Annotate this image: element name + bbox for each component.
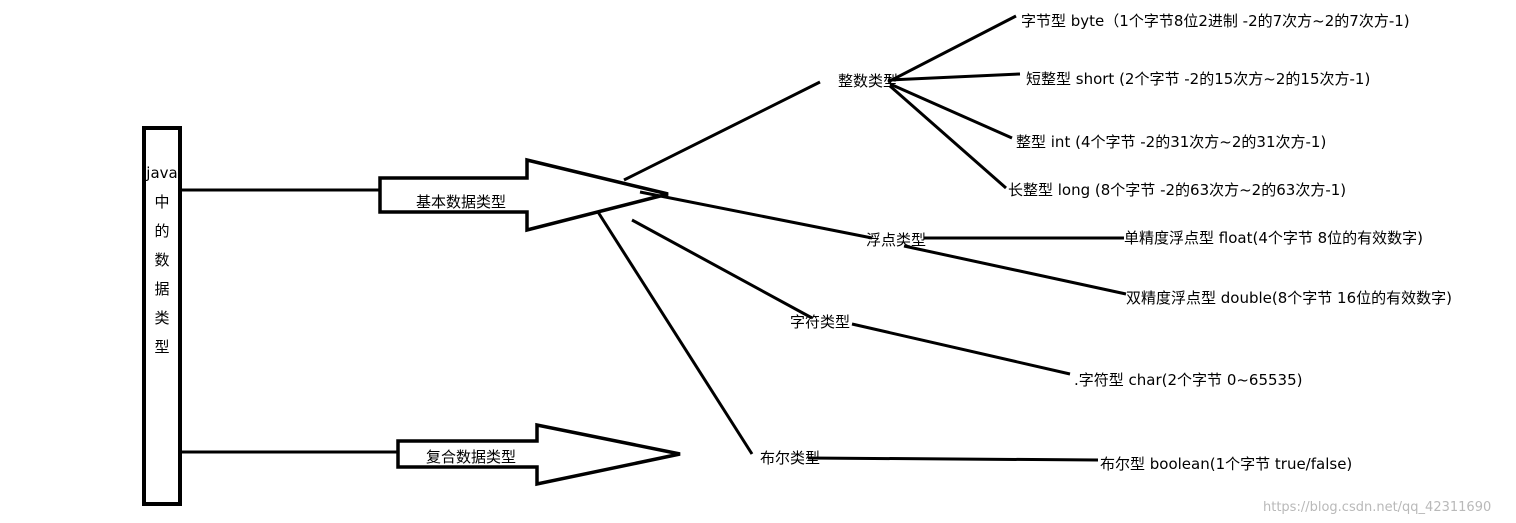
- root-label-char: 中: [154, 193, 169, 211]
- integer-type-label: 整数类型: [838, 72, 898, 90]
- integer-to-long: [889, 84, 1007, 190]
- float-to-double: [903, 244, 1127, 296]
- double-label: 双精度浮点型 double(8个字节 16位的有效数字): [1126, 289, 1452, 307]
- integer-to-int: [889, 82, 1013, 140]
- root-label-char: 型: [154, 338, 169, 356]
- branch-to-float: [639, 190, 873, 240]
- composite-arrow: [396, 422, 681, 487]
- int-label: 整型 int (4个字节 -2的31次方~2的31次方-1): [1016, 133, 1326, 151]
- float-type-label: 浮点类型: [866, 231, 926, 249]
- basic-arrow: [378, 157, 669, 233]
- integer-to-byte: [887, 14, 1017, 84]
- char-to-char: [851, 322, 1071, 376]
- char-type-label: 字符类型: [790, 313, 850, 331]
- boolean-label: 布尔型 boolean(1个字节 true/false): [1100, 455, 1352, 473]
- branch-to-integer: [623, 80, 821, 182]
- short-label: 短整型 short (2个字节 -2的15次方~2的15次方-1): [1026, 70, 1370, 88]
- root-label-char: 的: [154, 222, 169, 240]
- branch-to-char: [631, 218, 813, 320]
- composite-label: 复合数据类型: [426, 448, 516, 466]
- root-label-char: java: [145, 164, 177, 182]
- float-label: 单精度浮点型 float(4个字节 8位的有效数字): [1124, 229, 1423, 247]
- root-label-char: 据: [154, 280, 169, 298]
- root-label-char: 数: [154, 251, 169, 269]
- char-label: .字符型 char(2个字节 0~65535): [1074, 371, 1303, 389]
- root-label-char: 类: [154, 309, 169, 327]
- boolean-type-label: 布尔类型: [760, 449, 820, 467]
- boolean-to-boolean: [807, 456, 1099, 462]
- watermark: https://blog.csdn.net/qq_42311690: [1263, 500, 1491, 515]
- integer-to-short: [887, 72, 1021, 82]
- byte-label: 字节型 byte（1个字节8位2进制 -2的7次方~2的7次方-1): [1021, 12, 1410, 30]
- long-label: 长整型 long (8个字节 -2的63次方~2的63次方-1): [1008, 181, 1346, 199]
- branch-to-boolean: [596, 211, 754, 455]
- root-box: [142, 126, 182, 506]
- basic-label: 基本数据类型: [416, 193, 506, 211]
